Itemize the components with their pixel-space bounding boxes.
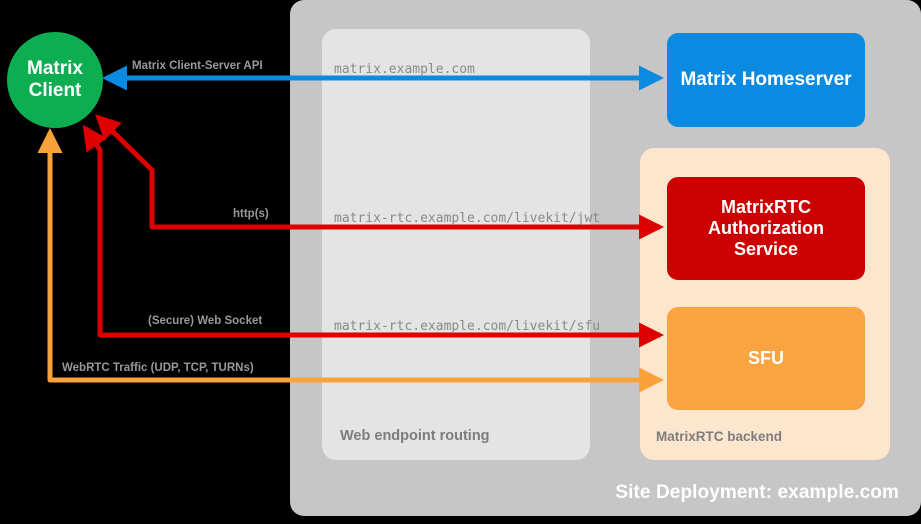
auth-service-label-line2: Authorization xyxy=(708,217,824,238)
site-deployment-label: Site Deployment: example.com xyxy=(615,482,899,503)
edge-label-client-server-api: Matrix Client-Server API xyxy=(132,60,263,72)
matrixrtc-backend-label: MatrixRTC backend xyxy=(656,429,783,444)
endpoint-label-livekit-jwt: matrix-rtc.example.com/livekit/jwt xyxy=(334,211,601,226)
auth-service-label-line3: Service xyxy=(733,239,799,260)
endpoint-label-matrix: matrix.example.com xyxy=(334,62,475,77)
edge-webrtc-traffic xyxy=(37,127,665,393)
edge-sfu-websocket xyxy=(82,124,665,348)
edge-label-web-socket: (Secure) Web Socket xyxy=(148,315,263,327)
matrix-homeserver-label: Matrix Homeserver xyxy=(680,68,852,90)
auth-service-label-line1: MatrixRTC xyxy=(720,196,811,217)
matrix-client-label-line2: Client xyxy=(28,80,82,101)
edge-label-http: http(s) xyxy=(233,208,269,220)
node-matrix-homeserver[interactable]: Matrix Homeserver xyxy=(667,33,865,127)
web-endpoint-routing-label: Web endpoint routing xyxy=(340,428,490,444)
endpoint-label-livekit-sfu: matrix-rtc.example.com/livekit/sfu xyxy=(334,319,601,334)
sfu-label: SFU xyxy=(748,347,784,368)
node-sfu[interactable]: SFU xyxy=(667,307,865,410)
edge-label-webrtc-traffic: WebRTC Traffic (UDP, TCP, TURNs) xyxy=(62,362,254,374)
matrix-client-label-line1: Matrix xyxy=(27,57,83,79)
node-matrixrtc-authorization-service[interactable]: MatrixRTC Authorization Service xyxy=(667,177,865,280)
node-matrix-client[interactable]: Matrix Client xyxy=(7,32,103,128)
